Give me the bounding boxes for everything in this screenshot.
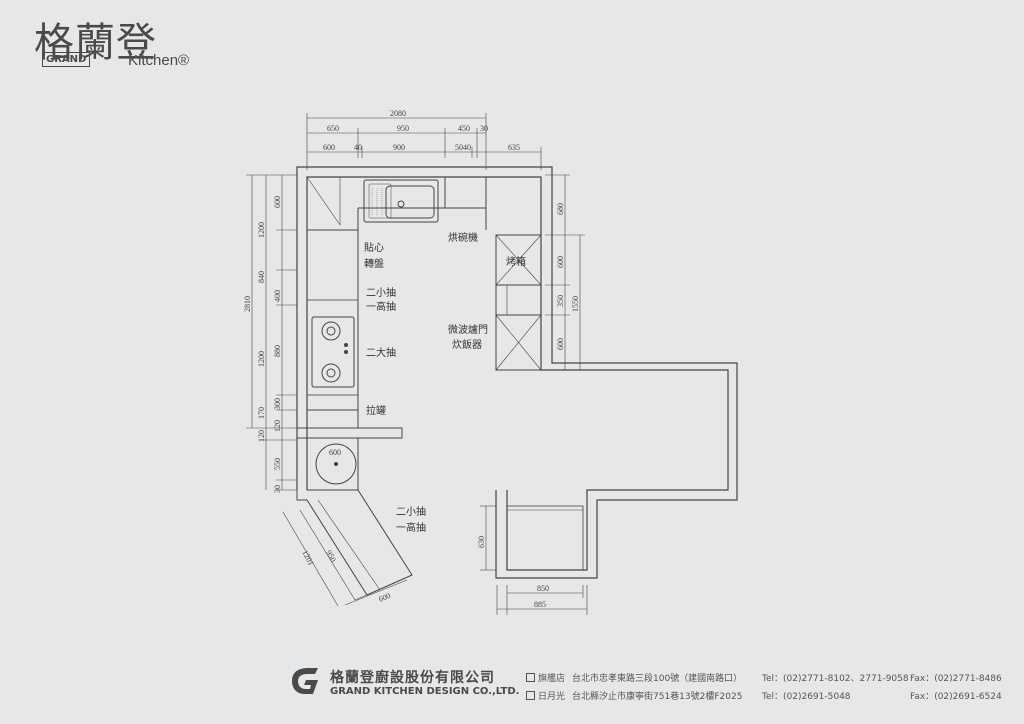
company-logo-icon [292, 668, 318, 694]
dim-left-120a: 120 [257, 430, 266, 442]
label-dish-dryer: 烘碗機 [448, 231, 478, 244]
label-two-small-drawers-2: 二小抽 [396, 505, 426, 518]
dim-top-650: 650 [327, 124, 339, 133]
dim-left-600: 600 [273, 196, 282, 208]
dim-top-950: 950 [397, 124, 409, 133]
dim-top-900: 900 [393, 143, 405, 152]
label-rice-cooker: 炊飯器 [452, 338, 482, 351]
room-walls [296, 166, 738, 579]
brand-logo: 格蘭登 GRAND Kitchen® [30, 10, 200, 80]
dim-top-635: 635 [508, 143, 520, 152]
label-one-tall-drawer-2: 一高抽 [396, 521, 426, 534]
top-counter [306, 176, 487, 231]
angled-run [282, 438, 413, 607]
dim-top-30: 30 [480, 124, 488, 133]
dim-left-30: 30 [273, 485, 282, 493]
branch2-fax: Fax：(02)2691-6524 [910, 692, 1002, 702]
branch1-name: 旗艦店 [538, 674, 566, 684]
logo-grand-box: GRAND [42, 52, 91, 67]
label-one-tall-drawer-1: 一高抽 [366, 300, 396, 313]
dim-diag-600: 600 [377, 591, 391, 604]
label-microwave-door: 微波爐門 [448, 323, 488, 336]
company-name-cn: 格蘭登廚設股份有限公司 [330, 670, 495, 686]
label-two-small-drawers-1: 二小抽 [366, 286, 396, 299]
dim-bottom-850: 850 [537, 584, 549, 593]
left-run [297, 230, 403, 439]
branch1-address: 台北市忠孝東路三段100號（建國南路口） [572, 674, 743, 684]
sink [363, 179, 439, 223]
dim-left-880: 880 [273, 345, 282, 357]
dim-left-550: 550 [273, 458, 282, 470]
logo-kitchen-text: Kitchen® [128, 52, 190, 69]
dim-right-350: 350 [556, 295, 565, 307]
kitchen-floor-plan: 2080 650 950 450 30 600 40 900 504 0 635… [243, 109, 738, 615]
dim-left-400: 400 [273, 290, 282, 302]
branch2-address: 台北縣汐止市康寧街751巷13號2樓F2025 [572, 692, 743, 702]
tall-cabinet [495, 234, 542, 371]
label-zhuanpan: 轉盤 [364, 257, 384, 270]
dim-bottom-885: 885 [534, 600, 546, 609]
top-dimension-lines [306, 113, 542, 170]
dim-top-total: 2080 [390, 109, 406, 118]
dim-left-1200a: 1200 [257, 222, 266, 238]
dim-sink-600: 600 [329, 448, 341, 457]
dim-bottom-630: 630 [477, 536, 486, 548]
branch2-name: 日月光 [538, 692, 566, 702]
dim-top-600: 600 [323, 143, 335, 152]
label-oven: 烤箱 [506, 255, 526, 268]
dim-right-680: 680 [556, 203, 565, 215]
corner-sink [306, 437, 359, 491]
label-tiexin: 貼心 [364, 241, 384, 254]
checkbox-icon [526, 673, 535, 682]
dim-left-300: 300 [273, 398, 282, 410]
dim-top-504: 504 [455, 143, 467, 152]
company-name-en: GRAND KITCHEN DESIGN CO.,LTD. [330, 686, 520, 697]
dim-right-1550: 1550 [571, 296, 580, 312]
dim-top-0: 0 [467, 143, 471, 152]
dim-left-120b: 120 [273, 420, 282, 432]
dim-left-170: 170 [257, 407, 266, 419]
branch1-fax: Fax：(02)2771-8486 [910, 674, 1002, 684]
gas-hob [311, 316, 355, 388]
dim-right-600a: 600 [556, 256, 565, 268]
label-two-large-drawers: 二大抽 [366, 346, 396, 359]
left-dimension-lines [246, 174, 297, 491]
dim-right-600b: 600 [556, 338, 565, 350]
dim-diag-950: 950 [324, 549, 338, 564]
bottom-right-unit [506, 505, 584, 571]
branch2-tel: Tel：(02)2691-5048 [762, 692, 851, 702]
dim-left-1200b: 1200 [257, 351, 266, 367]
branch1-tel: Tel：(02)2771-8102、2771-9058 [762, 674, 909, 684]
label-pullout-rack: 拉罐 [366, 404, 386, 417]
dim-top-450: 450 [458, 124, 470, 133]
dim-left-total: 2810 [243, 296, 252, 312]
right-dimension-lines [545, 174, 585, 371]
checkbox-icon [526, 691, 535, 700]
dim-left-840: 840 [257, 271, 266, 283]
bottom-dimension-lines [480, 505, 588, 615]
dim-top-40: 40 [354, 143, 362, 152]
logo-chinese-name: 格蘭登 [34, 20, 157, 66]
footer: 格蘭登廚設股份有限公司 GRAND KITCHEN DESIGN CO.,LTD… [288, 664, 1024, 724]
